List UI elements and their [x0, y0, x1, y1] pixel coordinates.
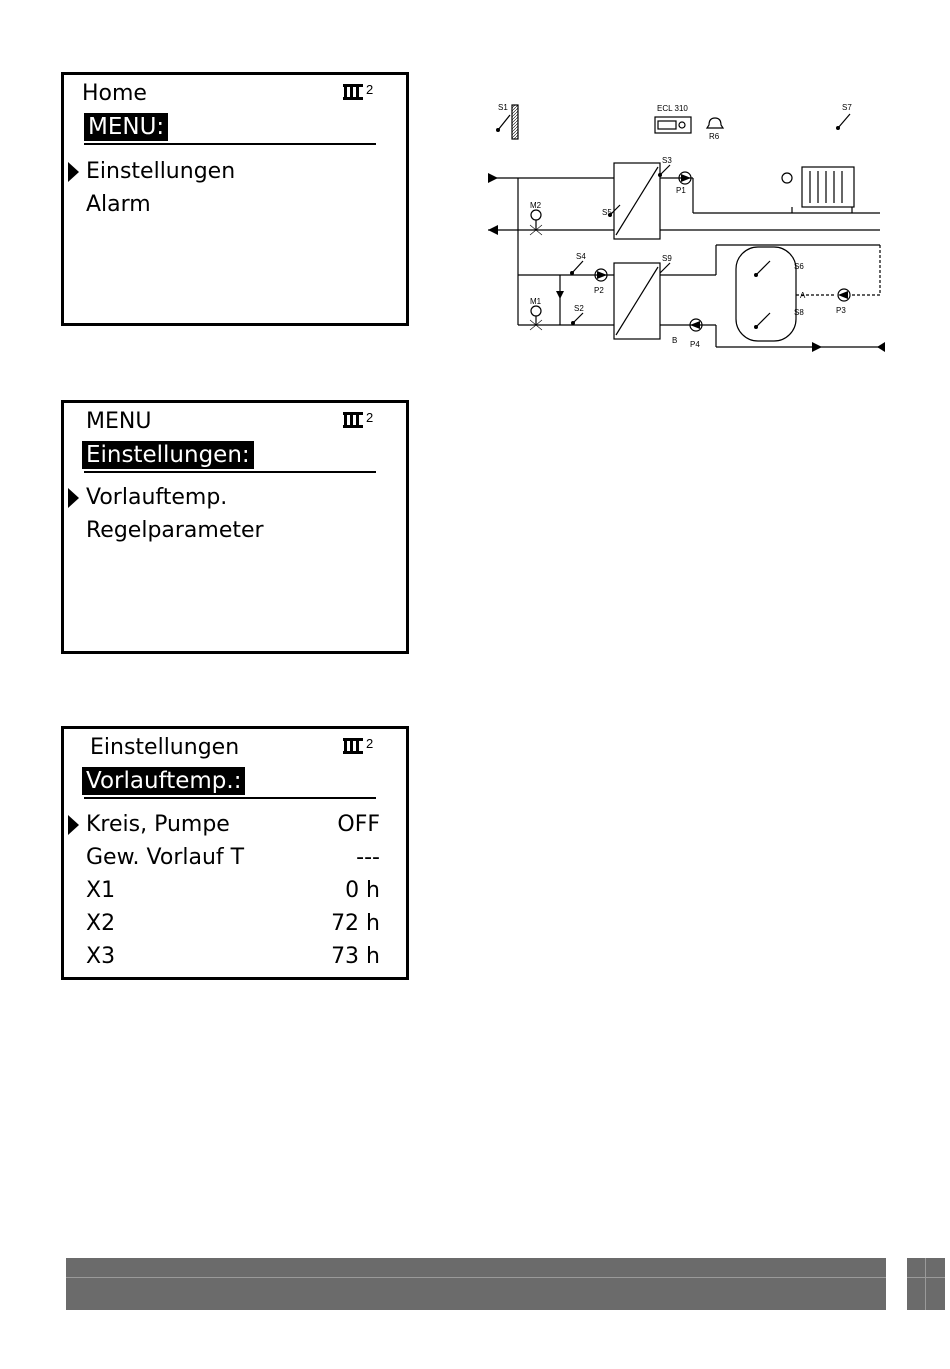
menu-item-regelparameter[interactable]: Regelparameter: [86, 518, 264, 544]
screen-subtitle: Vorlauftemp.:: [82, 767, 245, 795]
header-divider: [84, 797, 376, 799]
circuit-number: 2: [366, 82, 373, 97]
radiator-circuit-icon: 2: [342, 735, 376, 757]
menu-item-vorlauftemp[interactable]: Vorlauftemp.: [86, 485, 227, 511]
label-s9: S9: [662, 254, 672, 263]
row-kreis-pumpe-value: OFF: [337, 812, 380, 838]
label-s6: S6: [794, 262, 804, 271]
row-x3-value: 73 h: [331, 944, 380, 970]
label-m2: M2: [530, 201, 542, 210]
screen-title: MENU: [86, 409, 151, 435]
row-x3-label[interactable]: X3: [86, 944, 115, 970]
label-s3: S3: [662, 156, 672, 165]
label-s7: S7: [842, 103, 852, 112]
lcd-screen-einstellungen: Einstellungen 2 Vorlauftemp.: Kreis, Pum…: [61, 726, 409, 980]
label-m1: M1: [530, 297, 542, 306]
label-p2: P2: [594, 286, 604, 295]
label-s8: S8: [794, 308, 804, 317]
label-p4: P4: [690, 340, 700, 349]
label-b: B: [672, 336, 677, 345]
label-controller: ECL 310: [657, 104, 688, 113]
screen-subtitle: MENU:: [84, 113, 168, 141]
label-p1: P1: [676, 186, 686, 195]
row-x2-label[interactable]: X2: [86, 911, 115, 937]
label-s4: S4: [576, 252, 586, 261]
circuit-number: 2: [366, 410, 373, 425]
selection-cursor-icon: [68, 162, 79, 182]
radiator-circuit-icon: 2: [342, 409, 376, 431]
menu-item-alarm[interactable]: Alarm: [86, 192, 151, 218]
label-s2: S2: [574, 304, 584, 313]
radiator-circuit-icon: 2: [342, 81, 376, 103]
selection-cursor-icon: [68, 488, 79, 508]
circuit-number: 2: [366, 736, 373, 751]
footer-bar: [66, 1258, 886, 1310]
row-x1-label[interactable]: X1: [86, 878, 115, 904]
lcd-screen-home: Home 2 MENU: Einstellungen Alarm: [61, 72, 409, 326]
label-a: A: [800, 291, 806, 300]
footer-page-tab: [907, 1258, 945, 1310]
header-divider: [84, 143, 376, 145]
lcd-screen-menu: MENU 2 Einstellungen: Vorlauftemp. Regel…: [61, 400, 409, 654]
screen-title: Einstellungen: [90, 735, 239, 761]
menu-item-einstellungen[interactable]: Einstellungen: [86, 159, 235, 185]
label-r6: R6: [709, 132, 720, 141]
hydraulic-diagram: S1 ECL 310 R6 S7 S3 P1 S5 M2 S4 P2 S9 S2…: [480, 95, 885, 365]
row-gew-vorlauf-label[interactable]: Gew. Vorlauf T: [86, 845, 244, 871]
label-s5: S5: [602, 208, 612, 217]
row-gew-vorlauf-value: ---: [356, 845, 380, 871]
label-p3: P3: [836, 306, 846, 315]
label-s1: S1: [498, 103, 508, 112]
row-x2-value: 72 h: [331, 911, 380, 937]
screen-title: Home: [82, 81, 147, 107]
row-kreis-pumpe-label[interactable]: Kreis, Pumpe: [86, 812, 230, 838]
header-divider: [84, 471, 376, 473]
selection-cursor-icon: [68, 815, 79, 835]
row-x1-value: 0 h: [345, 878, 380, 904]
screen-subtitle: Einstellungen:: [82, 441, 254, 469]
